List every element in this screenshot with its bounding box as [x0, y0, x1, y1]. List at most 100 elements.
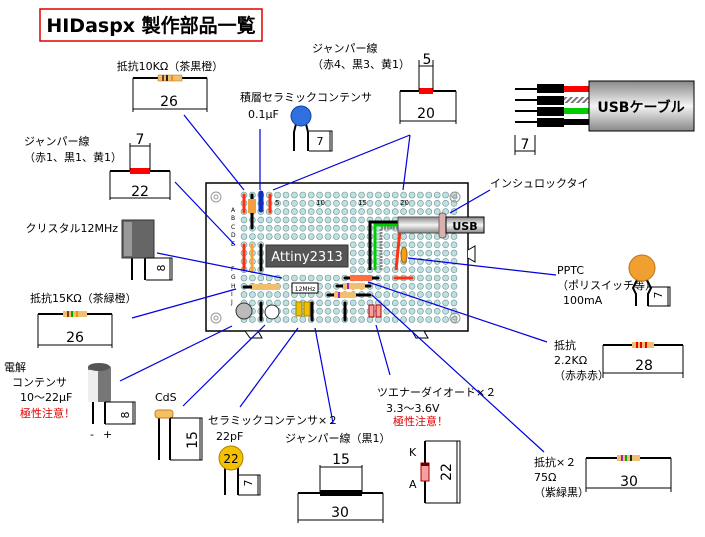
svg-text:10～22μF: 10～22μF [20, 391, 72, 404]
board-hole [324, 233, 332, 240]
svg-text:ジャンパー線（黒1）: ジャンパー線（黒1） [285, 431, 390, 445]
board-hole [442, 241, 449, 249]
zener-diode: ツエナーダイオード×２ 3.3～3.6V 極性注意！ K A 22 [377, 385, 496, 504]
svg-text:20: 20 [400, 199, 409, 207]
svg-text:抵抗15KΩ（茶緑橙）: 抵抗15KΩ（茶緑橙） [30, 291, 137, 305]
board-hole [450, 233, 458, 240]
board-hole [358, 316, 365, 323]
svg-text:抵抗10KΩ（茶黒橙）: 抵抗10KΩ（茶黒橙） [117, 59, 224, 73]
board-hole [316, 274, 323, 282]
leader-lines [119, 114, 557, 453]
board-hole [316, 316, 323, 323]
board-hole [391, 191, 399, 199]
board-hole [408, 307, 416, 315]
board-hole [391, 299, 399, 307]
board-hole [349, 224, 357, 232]
board-hole [425, 200, 433, 207]
board-hole [358, 307, 365, 315]
resistor-2-2k: 抵抗 2.2KΩ （赤赤赤） 28 [554, 338, 684, 382]
board-hole [333, 299, 340, 307]
svg-text:75Ω: 75Ω [534, 471, 556, 484]
svg-text:USBケーブル: USBケーブル [597, 99, 684, 116]
board-hole [299, 216, 307, 224]
svg-text:（赤赤赤）: （赤赤赤） [554, 369, 609, 382]
board-hole [299, 208, 307, 215]
svg-text:抵抗: 抵抗 [554, 338, 576, 352]
board-hole [299, 316, 307, 323]
svg-text:Attiny2313: Attiny2313 [271, 250, 343, 265]
board-hole [442, 274, 449, 282]
svg-text:7: 7 [317, 135, 324, 148]
board-hole [408, 299, 416, 307]
board-hole [366, 191, 374, 199]
board-hole [257, 216, 265, 224]
board-hole [358, 208, 365, 215]
board-hole [417, 316, 424, 323]
board-hole [383, 258, 391, 265]
svg-text:26: 26 [66, 330, 84, 346]
svg-text:（赤1、黒1、黄1）: （赤1、黒1、黄1） [24, 150, 122, 164]
board-hole [417, 307, 424, 315]
svg-text:3.3～3.6V: 3.3～3.6V [386, 402, 440, 415]
board-hole [240, 233, 248, 240]
jumper-wire-black: ジャンパー線（黒1） 15 30 [285, 431, 390, 523]
board-hole [442, 299, 449, 307]
svg-text:7: 7 [136, 132, 145, 148]
resistor-15k: 抵抗15KΩ（茶緑橙） 26 [30, 291, 137, 348]
board-hole [442, 200, 449, 207]
board-hole [383, 274, 391, 282]
board-hole [299, 191, 307, 199]
board-hole [433, 316, 441, 323]
board-hole [358, 241, 365, 249]
board-hole [349, 266, 357, 274]
board-hole [433, 200, 441, 207]
board-hole [316, 233, 323, 240]
board-hole [282, 316, 290, 323]
svg-text:C: C [231, 224, 235, 231]
board-hole [333, 233, 340, 240]
board-hole [433, 282, 441, 290]
polarity-warning: 極性注意！ [393, 414, 448, 428]
board-hole [291, 233, 298, 240]
board-hole [408, 282, 416, 290]
board-hole [265, 233, 273, 240]
board-hole [349, 316, 357, 323]
crystal-label: クリスタル12MHz [25, 222, 118, 235]
board-hole [358, 216, 365, 224]
board-hole [333, 216, 340, 224]
svg-text:ジャンパー線: ジャンパー線 [312, 41, 377, 55]
svg-text:ジャンパー線: ジャンパー線 [24, 134, 89, 148]
board-hole [383, 291, 391, 298]
board-hole [408, 191, 416, 199]
board-hole [291, 274, 298, 282]
board-hole [324, 216, 332, 224]
board-hole [417, 291, 424, 298]
board-hole [433, 274, 441, 282]
board-hole [333, 274, 340, 282]
capacitor-electrolytic: 電解 コンテンサ 10～22μF 極性注意！ 8 - + [4, 360, 136, 441]
title-box: HIDaspx 製作部品一覧 [39, 8, 263, 42]
board-hole [324, 224, 332, 232]
board-hole [240, 291, 248, 298]
board-hole [408, 208, 416, 215]
board-hole [265, 291, 273, 298]
board-hole [349, 249, 357, 257]
board-hole [375, 291, 382, 298]
board-hole [358, 233, 365, 240]
board-hole [249, 274, 256, 282]
board-hole [316, 224, 323, 232]
board-hole [274, 208, 281, 215]
board-hole [249, 316, 256, 323]
board-hole [316, 208, 323, 215]
board-hole [408, 200, 416, 207]
board-hole [417, 282, 424, 290]
svg-text:セラミックコンテンサ×２: セラミックコンテンサ×２ [208, 414, 338, 427]
board-hole [391, 233, 399, 240]
board-hole [366, 200, 374, 207]
board-hole [341, 233, 349, 240]
circuit-board: A B C D E F G H I J 5 10 15 20 Attiny231… [205, 182, 485, 339]
board-hole [249, 233, 256, 240]
board-hole [349, 307, 357, 315]
board-hole [240, 224, 248, 232]
